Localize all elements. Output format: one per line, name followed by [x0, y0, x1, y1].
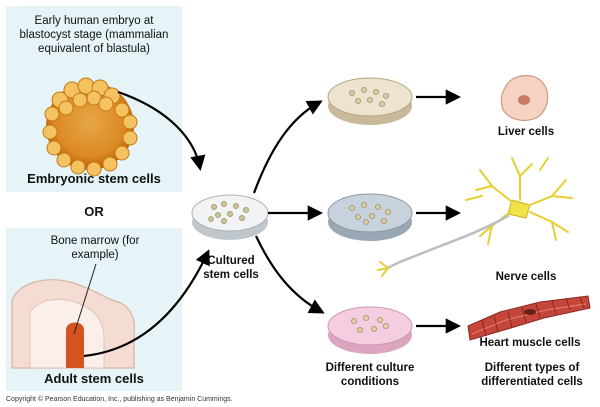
bone-marrow-illustration: [11, 263, 135, 369]
nerve-cell-illustration: [377, 157, 573, 277]
or-label: OR: [84, 204, 104, 219]
culture-dish-1: [327, 77, 413, 125]
arrow-adult-to-culture: [83, 249, 210, 358]
differentiated-cells-label: Different types of differentiated cells: [481, 362, 583, 388]
embryo-label: Early human embryo at blastocyst stage (…: [19, 15, 169, 55]
different-culture-conditions-label: Different culture conditions: [325, 362, 415, 388]
embryonic-stem-cells-title: Embryonic stem cells: [27, 171, 161, 186]
arrow-culture-to-dish-1: [252, 100, 323, 194]
liver-cell-illustration: [500, 75, 549, 121]
cultured-dish: [191, 194, 269, 240]
culture-dish-3: [327, 306, 413, 354]
cultured-stem-cells-label: Cultured stem cells: [203, 255, 259, 281]
culture-dish-2: [327, 193, 413, 241]
liver-cells-label: Liver cells: [497, 126, 555, 138]
heart-muscle-cells-label: Heart muscle cells: [479, 337, 581, 349]
nerve-cells-label: Nerve cells: [495, 271, 557, 283]
copyright-notice: Copyright © Pearson Education, Inc., pub…: [6, 396, 233, 403]
bone-marrow-label: Bone marrow (for example): [50, 235, 140, 261]
adult-stem-cells-title: Adult stem cells: [44, 371, 144, 386]
arrow-embryo-to-culture: [117, 90, 206, 172]
arrow-culture-to-dish-3: [255, 235, 325, 314]
heart-muscle-illustration: [467, 295, 591, 341]
blastocyst-illustration: [42, 77, 138, 177]
